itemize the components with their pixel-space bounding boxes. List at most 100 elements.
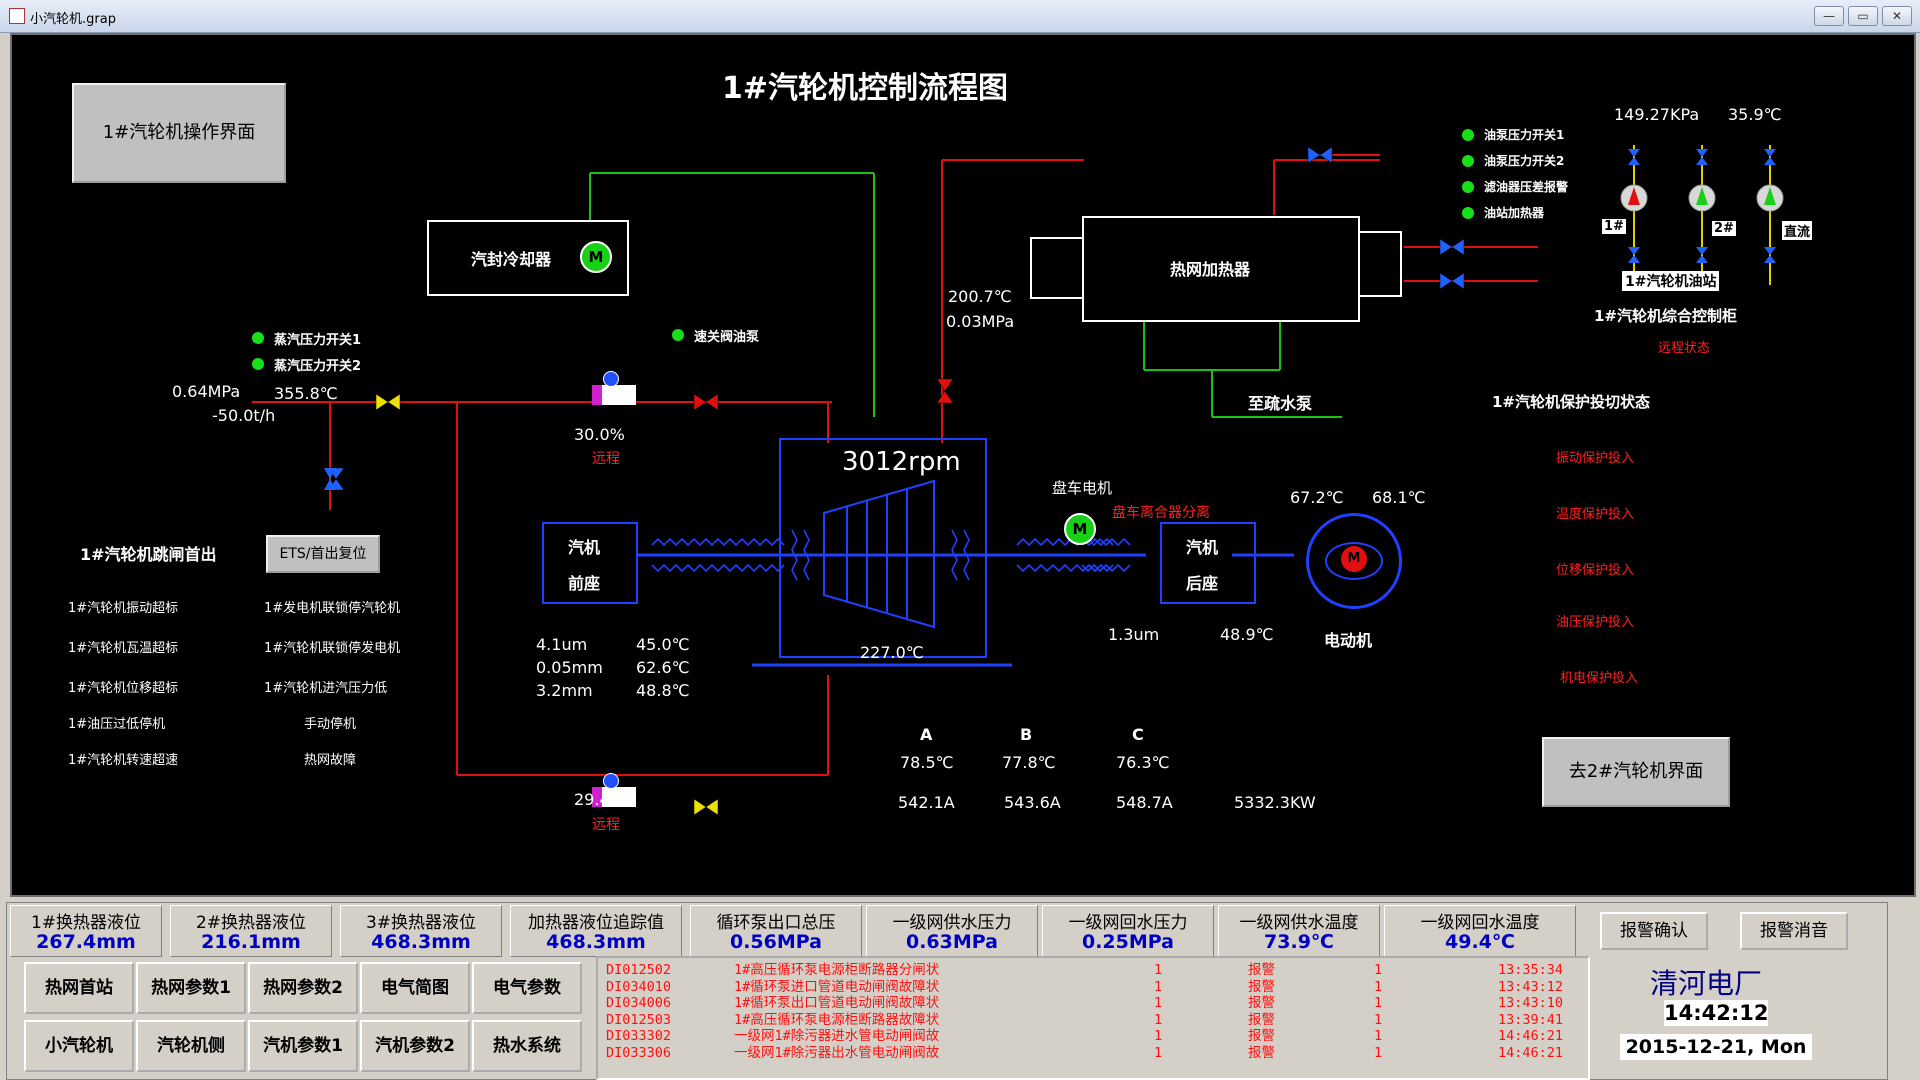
- alarm-desc: 1#高压循环泵电源柜断路器分闸状: [734, 962, 940, 978]
- maximize-button[interactable]: ▭: [1848, 6, 1878, 26]
- alarm-n: 1: [1154, 962, 1163, 978]
- clock-time: 14:42:12: [1664, 1000, 1769, 1026]
- clock-date: 2015-12-21, Mon: [1620, 1034, 1812, 1060]
- trip-right-1: 1#发电机联锁停汽轮机: [264, 601, 401, 616]
- close-button[interactable]: ✕: [1882, 6, 1912, 26]
- heater-right-head: [1358, 231, 1402, 297]
- process-canvas: 1#汽轮机控制流程图 1#汽轮机操作界面 汽封冷却器 M 蒸汽压力开关1 蒸汽压…: [10, 33, 1916, 897]
- rear-bearing-line1: 汽机: [1186, 538, 1219, 557]
- alarm-time: 13:43:12: [1498, 978, 1564, 995]
- nav-heat-params2[interactable]: 热网参数2: [248, 962, 358, 1014]
- oil-temp: 35.9℃: [1728, 105, 1782, 124]
- steam-pressure: 0.64MPa: [172, 382, 241, 401]
- oil-item2-indicator: [1462, 155, 1474, 167]
- control-valve-2[interactable]: [592, 787, 636, 807]
- alarm-n: 1: [1154, 1044, 1163, 1061]
- pump-indicator: [672, 329, 684, 341]
- oil-item3-label: 滤油器压差报警: [1484, 180, 1569, 194]
- seal-cooler: 汽封冷却器 M: [427, 220, 629, 296]
- oil-pressure: 149.27KPa: [1614, 105, 1700, 124]
- motor-power: 5332.3KW: [1234, 793, 1316, 812]
- heater-left-head: [1030, 237, 1084, 299]
- alarm-desc: 1#循环泵进口管道电动闸阀故障状: [734, 978, 940, 995]
- trip-left-2: 1#汽轮机瓦温超标: [68, 641, 179, 656]
- alarm-n: 1: [1154, 1011, 1163, 1028]
- nav-small-turbine[interactable]: 小汽轮机: [24, 1020, 134, 1072]
- alarm-c: 1: [1374, 978, 1383, 995]
- ets-reset-button[interactable]: ETS/首出复位: [266, 535, 380, 573]
- nav-heat-station[interactable]: 热网首站: [24, 962, 134, 1014]
- app-icon: [9, 8, 25, 24]
- trip-right-5: 热网故障: [304, 753, 357, 768]
- alarm-mute-button[interactable]: 报警消音: [1740, 912, 1848, 950]
- nav-turbine-params2[interactable]: 汽机参数2: [360, 1020, 470, 1072]
- nav-turbine-side[interactable]: 汽轮机侧: [136, 1020, 246, 1072]
- alarm-n: 1: [1154, 978, 1163, 995]
- alarm-c: 1: [1374, 1011, 1383, 1028]
- alarm-id: DI034010: [606, 978, 672, 995]
- heat-network-heater: 热网加热器: [1082, 216, 1360, 322]
- goto-turbine2-button[interactable]: 去2#汽轮机界面: [1542, 737, 1730, 807]
- valve1-actuator-icon: [603, 371, 619, 387]
- plant-name: 清河电厂: [1650, 967, 1763, 1000]
- nav-heat-params1[interactable]: 热网参数1: [136, 962, 246, 1014]
- steam-switch2-label: 蒸汽压力开关2: [274, 359, 362, 374]
- electric-motor[interactable]: M: [1306, 513, 1402, 609]
- exhaust-pressure: 0.03MPa: [946, 312, 1015, 331]
- oil-item3-indicator: [1462, 181, 1474, 193]
- alarm-n: 1: [1154, 1028, 1163, 1044]
- seal-cooler-motor-icon[interactable]: M: [580, 241, 612, 273]
- alarm-type: 报警: [1248, 1044, 1275, 1061]
- heater-label: 热网加热器: [1170, 260, 1251, 279]
- alarm-c: 1: [1374, 995, 1383, 1011]
- protection-item-1: 振动保护投入: [1556, 451, 1635, 466]
- oil-item1-label: 油泵压力开关1: [1484, 128, 1565, 142]
- drain-pump-label: 至疏水泵: [1248, 394, 1313, 413]
- phase-a-current: 542.1A: [898, 793, 955, 812]
- front-bearing-line2: 前座: [568, 574, 601, 593]
- trip-right-2: 1#汽轮机联锁停发电机: [264, 641, 401, 656]
- oil-pump1-label: 1#: [1602, 219, 1626, 234]
- nav-electrical-params[interactable]: 电气参数: [472, 962, 582, 1014]
- turning-clutch-status: 盘车离合器分离: [1112, 505, 1210, 521]
- alarm-ack-button[interactable]: 报警确认: [1600, 912, 1708, 950]
- rear-bearing-line2: 后座: [1186, 574, 1219, 593]
- alarm-n: 1: [1154, 995, 1163, 1011]
- nav-turbine-params1[interactable]: 汽机参数1: [248, 1020, 358, 1072]
- oil-item2-label: 油泵压力开关2: [1484, 154, 1565, 168]
- oil-pump2-label: 2#: [1712, 221, 1736, 236]
- trip-left-4: 1#油压过低停机: [68, 717, 166, 732]
- alarm-time: 14:46:21: [1498, 1028, 1564, 1044]
- control-valve-1[interactable]: [592, 385, 636, 405]
- nav-hot-water-system[interactable]: 热水系统: [472, 1020, 582, 1072]
- operation-screen-button[interactable]: 1#汽轮机操作界面: [72, 83, 286, 183]
- front-vib: 4.1um: [536, 635, 588, 654]
- cabinet-status: 远程状态: [1658, 341, 1711, 356]
- alarm-time: 13:35:34: [1498, 962, 1564, 978]
- minimize-button[interactable]: —: [1814, 6, 1844, 26]
- turning-motor-label: 盘车电机: [1052, 479, 1113, 497]
- turbine-front-bearing: 汽机 前座: [542, 522, 638, 604]
- motor-temp-1: 67.2℃: [1290, 488, 1344, 507]
- alarm-id: DI034006: [606, 995, 672, 1011]
- alarm-time: 14:46:21: [1498, 1044, 1564, 1061]
- oil-pumps-diagram: [1620, 145, 1784, 285]
- alarm-type: 报警: [1248, 962, 1275, 978]
- pipe-diagram: [252, 146, 1538, 816]
- turning-motor-icon[interactable]: M: [1064, 513, 1096, 545]
- nav-electrical-diagram[interactable]: 电气简图: [360, 962, 470, 1014]
- alarm-c: 1: [1374, 1028, 1383, 1044]
- phase-b-current: 543.6A: [1004, 793, 1061, 812]
